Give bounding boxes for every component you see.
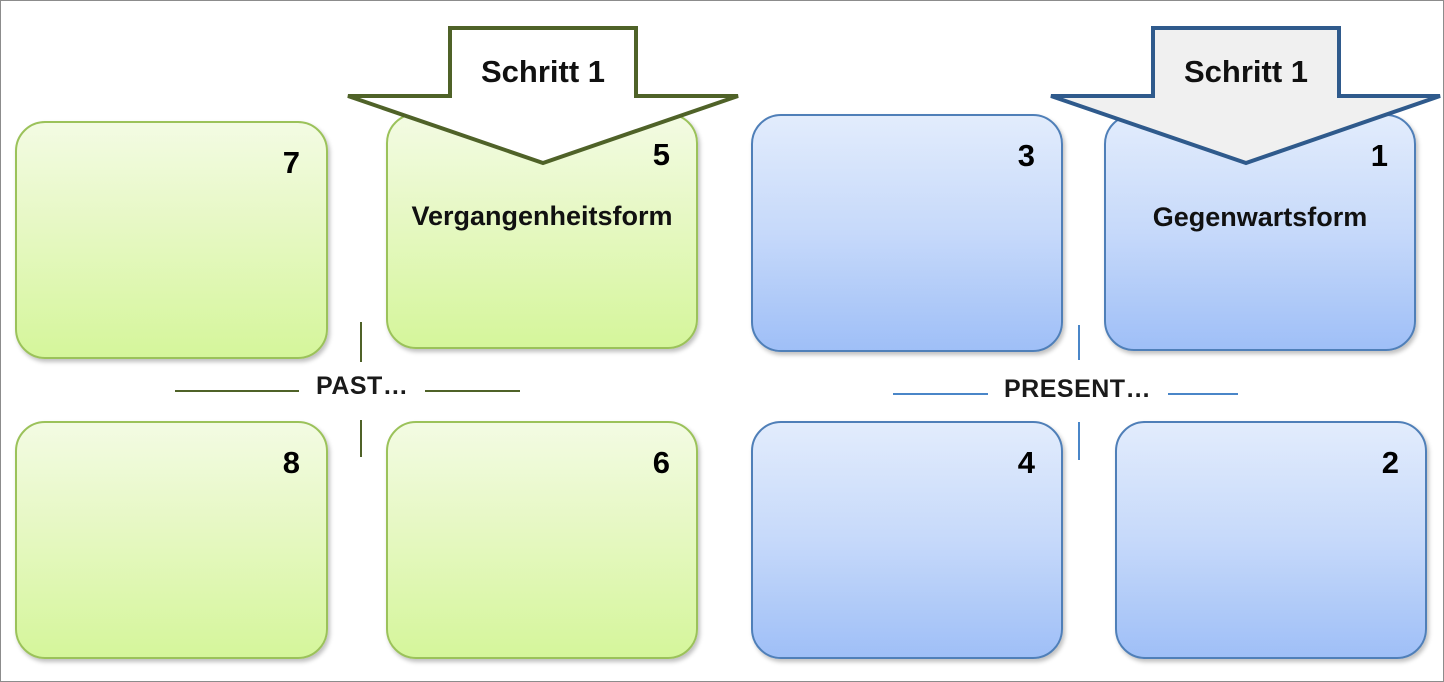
box-number: 1: [1370, 138, 1388, 173]
box-number: 2: [1381, 445, 1399, 480]
present-form-label: Gegenwartsform: [1152, 202, 1368, 232]
present-vertical-line-top: [1078, 325, 1080, 360]
present-box-4: 4: [751, 421, 1063, 659]
present-vertical-line-bottom: [1078, 422, 1080, 460]
past-step-label: Schritt 1: [480, 54, 606, 89]
present-section-label: PRESENT…: [1004, 375, 1152, 403]
past-vertical-line-bottom: [360, 420, 362, 457]
past-box-6: 6: [386, 421, 698, 659]
past-vertical-line-top: [360, 322, 362, 362]
present-step-arrow-icon: [1050, 26, 1441, 166]
past-horizontal-line-left: [175, 390, 299, 392]
past-section-label: PAST…: [316, 372, 409, 400]
past-box-8: 8: [15, 421, 328, 659]
past-horizontal-line-right: [425, 390, 520, 392]
present-horizontal-line-right: [1168, 393, 1238, 395]
box-number: 5: [652, 137, 670, 172]
box-number: 3: [1017, 138, 1035, 173]
present-step-label: Schritt 1: [1183, 54, 1309, 89]
box-number: 4: [1017, 445, 1035, 480]
box-number: 6: [652, 445, 670, 480]
box-number: 8: [282, 445, 300, 480]
past-step-arrow-icon: [347, 26, 739, 166]
present-horizontal-line-left: [893, 393, 988, 395]
present-box-2: 2: [1115, 421, 1427, 659]
present-box-3: 3: [751, 114, 1063, 352]
past-box-7: 7: [15, 121, 328, 359]
box-number: 7: [282, 145, 300, 180]
past-form-label: Vergangenheitsform: [411, 201, 673, 231]
